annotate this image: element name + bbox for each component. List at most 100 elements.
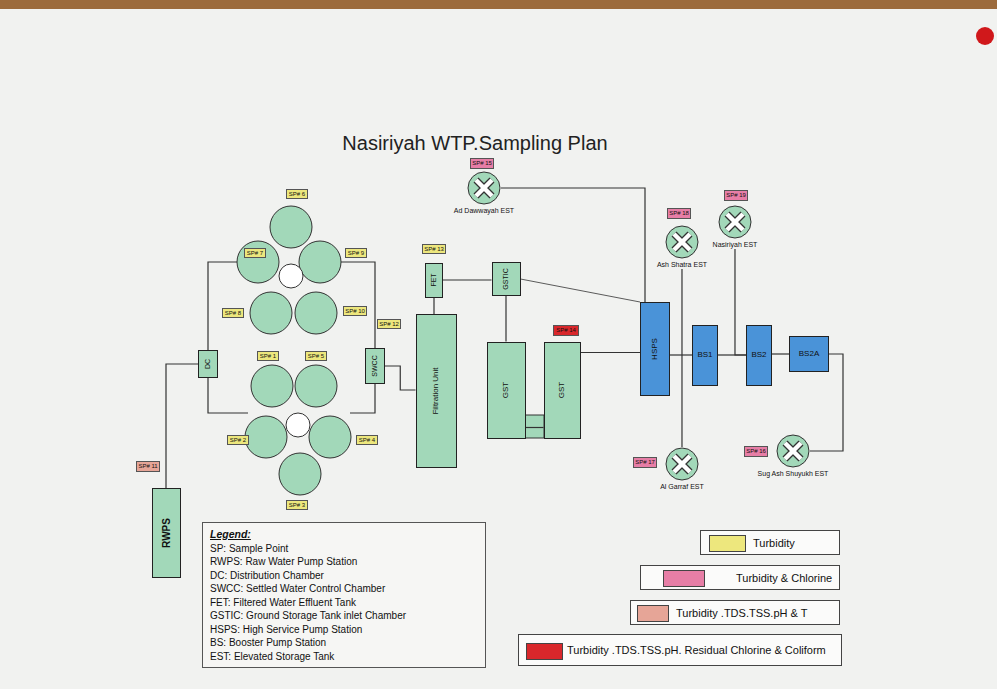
legend-heading: Legend:: [210, 528, 251, 542]
clarifier: [250, 292, 292, 334]
sample-point-label: SP# 19: [726, 192, 746, 198]
sample-point-tag: SP# 19: [724, 190, 749, 201]
est-symbol: [665, 225, 699, 259]
tank-name: Al Garraf EST: [659, 483, 705, 491]
tank-cross: [727, 214, 743, 230]
tank-cross: [785, 443, 801, 459]
sample-point-label: SP# 6: [289, 191, 305, 197]
tank-cross: [785, 443, 801, 459]
sample-point-label: SP# 15: [472, 160, 492, 166]
tank-cross: [674, 456, 690, 472]
sample-point-tag: SP# 7: [244, 248, 265, 258]
unit-name: HSPS: [651, 338, 660, 360]
tank-cross: [674, 456, 690, 472]
sample-point-label: SP# 14: [556, 327, 576, 333]
clarifier: [279, 453, 321, 495]
legend-item: Turbidity & Chlorine: [640, 565, 840, 590]
unit-name: GST: [502, 382, 511, 398]
sample-point-label: SP# 18: [669, 210, 689, 216]
legend-swatch: [663, 570, 705, 587]
pipe-connector: [385, 366, 416, 390]
legend-entry: GSTIC: Ground Storage Tank inlet Chamber: [210, 609, 406, 623]
sample-point-tag: SP# 13: [422, 244, 447, 254]
pipe-connector: [526, 427, 544, 428]
clarifier: [295, 292, 337, 334]
sample-point-tag: SP# 16: [744, 446, 769, 457]
tank-circle: [666, 226, 698, 258]
process-box: DC: [198, 350, 218, 378]
legend-swatch: [637, 605, 669, 622]
center-basin: [279, 264, 303, 288]
elevated-storage-tank: Al Garraf EST: [657, 447, 707, 491]
sample-point-label: SP# 2: [230, 437, 246, 443]
legend-item: Turbidity .TDS.TSS.pH & T: [630, 600, 840, 625]
legend-item: Turbidity .TDS.TSS.pH. Residual Chlorine…: [518, 634, 842, 666]
pipe-connector: [581, 352, 641, 353]
unit-name: RWPS: [161, 518, 172, 548]
sample-point-label: SP# 8: [225, 310, 241, 316]
sample-point-label: SP# 10: [345, 308, 365, 314]
legend-entry: SWCC: Settled Water Control Chamber: [210, 582, 385, 596]
unit-name: DC: [204, 359, 212, 369]
sample-point-label: SP# 9: [348, 250, 364, 256]
unit-name: BS2A: [799, 350, 819, 359]
sample-point-tag: SP# 5: [305, 351, 326, 361]
sample-point-tag: SP# 4: [356, 435, 377, 445]
sample-point-tag: SP# 8: [222, 308, 243, 318]
process-box: RWPS: [152, 488, 181, 578]
sample-point-tag: SP# 14: [553, 325, 579, 336]
process-box: BS2A: [789, 336, 829, 372]
tank-cross: [674, 234, 690, 250]
sample-point-tag: SP# 11: [136, 461, 160, 472]
sample-point-label: SP# 11: [138, 463, 157, 469]
unit-name: Filtration Unit: [432, 367, 441, 414]
legend-entry: DC: Distribution Chamber: [210, 569, 324, 583]
pipe: [208, 262, 238, 351]
elevated-storage-tank: Sug Ash Shuyukh EST: [755, 434, 832, 478]
sample-point-label: SP# 4: [359, 437, 375, 443]
process-box: GSTIC: [492, 262, 521, 296]
est-symbol: [718, 205, 752, 239]
sample-point-tag: SP# 17: [633, 457, 658, 468]
sample-point-label: SP# 5: [308, 353, 324, 359]
tank-link: [525, 415, 544, 438]
legend-entry: SP: Sample Point: [210, 542, 288, 556]
unit-name: GSTIC: [502, 268, 510, 289]
pipe: [350, 383, 375, 413]
sample-point-tag: SP# 2: [227, 435, 248, 445]
sample-point-tag: SP# 6: [286, 189, 307, 199]
est-symbol: [665, 447, 699, 481]
legend-swatch: [526, 643, 563, 660]
tank-cross: [674, 234, 690, 250]
unit-name: BS1: [697, 351, 712, 360]
pipe-connector: [505, 296, 506, 342]
legend-box: Legend:SP: Sample PointRWPS: Raw Water P…: [202, 522, 486, 668]
pipe-connector: [521, 279, 641, 302]
sample-point-label: SP# 3: [289, 502, 305, 508]
est-symbol: [776, 434, 810, 468]
sample-point-tag: SP# 15: [470, 158, 495, 169]
legend-label: Turbidity & Chlorine: [736, 571, 832, 583]
sample-point-tag: SP# 10: [343, 306, 368, 316]
tank-circle: [666, 448, 698, 480]
clarifier: [295, 365, 337, 407]
tank-circle: [468, 172, 500, 204]
tank-cross: [727, 214, 743, 230]
tank-circle: [777, 435, 809, 467]
clarifier: [245, 416, 287, 458]
legend-entry: EST: Elevated Storage Tank: [210, 650, 334, 664]
sample-point-label: SP# 13: [424, 246, 444, 252]
process-box: BS1: [692, 325, 718, 386]
elevated-storage-tank: Nasiriyah EST: [710, 205, 761, 249]
unit-name: GST: [558, 382, 567, 398]
pipe: [341, 262, 375, 349]
legend-entry: HSPS: High Service Pump Station: [210, 623, 362, 637]
process-box: GST: [544, 342, 581, 439]
pipe-connector: [166, 364, 198, 488]
legend-label: Turbidity .TDS.TSS.pH & T: [676, 606, 807, 618]
sample-point-tag: SP# 9: [345, 248, 366, 258]
pipe-connector: [681, 269, 682, 447]
pipe-connector: [772, 353, 789, 354]
board-edge: [0, 0, 997, 9]
tank-cross: [476, 180, 492, 196]
